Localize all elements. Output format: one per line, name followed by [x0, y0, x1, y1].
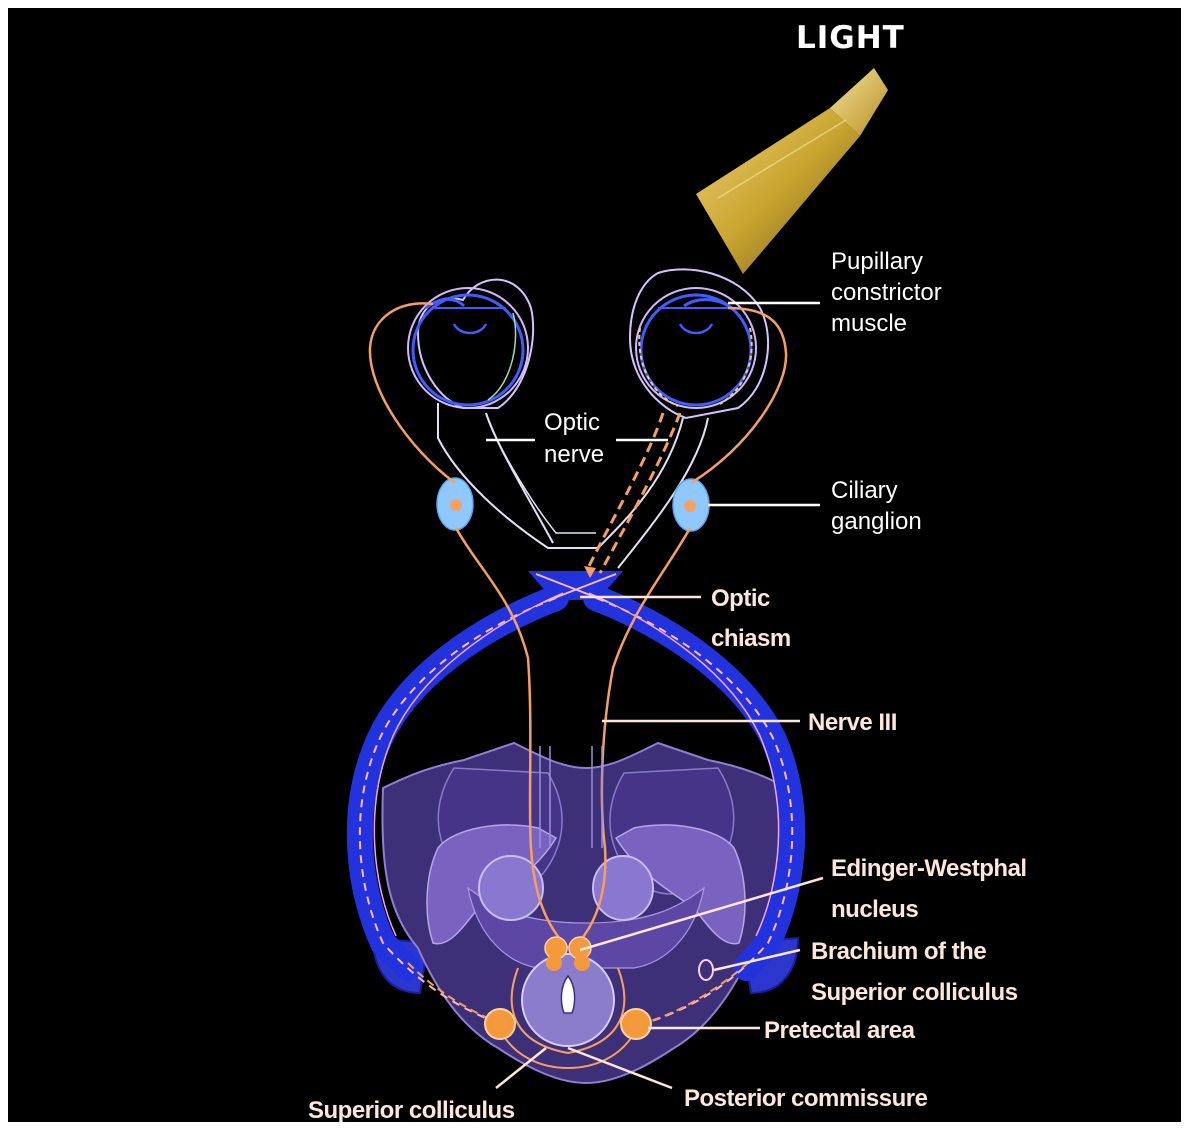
pupillary-reflex-diagram: LIGHT	[8, 8, 1181, 1122]
label-pupillary-1: Pupillary	[831, 248, 923, 275]
label-ew-1: Edinger-Westphal	[831, 855, 1027, 882]
label-ciliary-1: Ciliary	[831, 477, 898, 504]
diagram-frame: LIGHT	[8, 8, 1181, 1122]
label-pupillary-2: constrictor	[831, 279, 942, 306]
label-brachium-2: Superior colliculus	[811, 979, 1018, 1006]
label-posterior-commissure: Posterior commissure	[684, 1085, 928, 1112]
label-pupillary-3: muscle	[831, 310, 907, 337]
label-superior-colliculus: Superior colliculus	[308, 1097, 515, 1122]
label-ew-2: nucleus	[831, 896, 918, 923]
left-eye	[408, 280, 533, 408]
label-pretectal: Pretectal area	[764, 1017, 916, 1044]
flashlight-icon	[696, 68, 888, 274]
label-chiasm-1: Optic	[711, 585, 770, 612]
midbrain	[373, 743, 798, 1083]
right-eye	[630, 269, 768, 418]
label-nerve-iii: Nerve III	[808, 709, 897, 736]
label-brachium-1: Brachium of the	[811, 938, 986, 965]
label-ciliary-2: ganglion	[831, 508, 922, 535]
label-optic-nerve-1: Optic	[544, 409, 600, 436]
label-chiasm-2: chiasm	[711, 625, 791, 652]
ciliary-ganglia	[437, 478, 709, 531]
light-title: LIGHT	[796, 20, 905, 56]
label-optic-nerve-2: nerve	[544, 441, 604, 468]
